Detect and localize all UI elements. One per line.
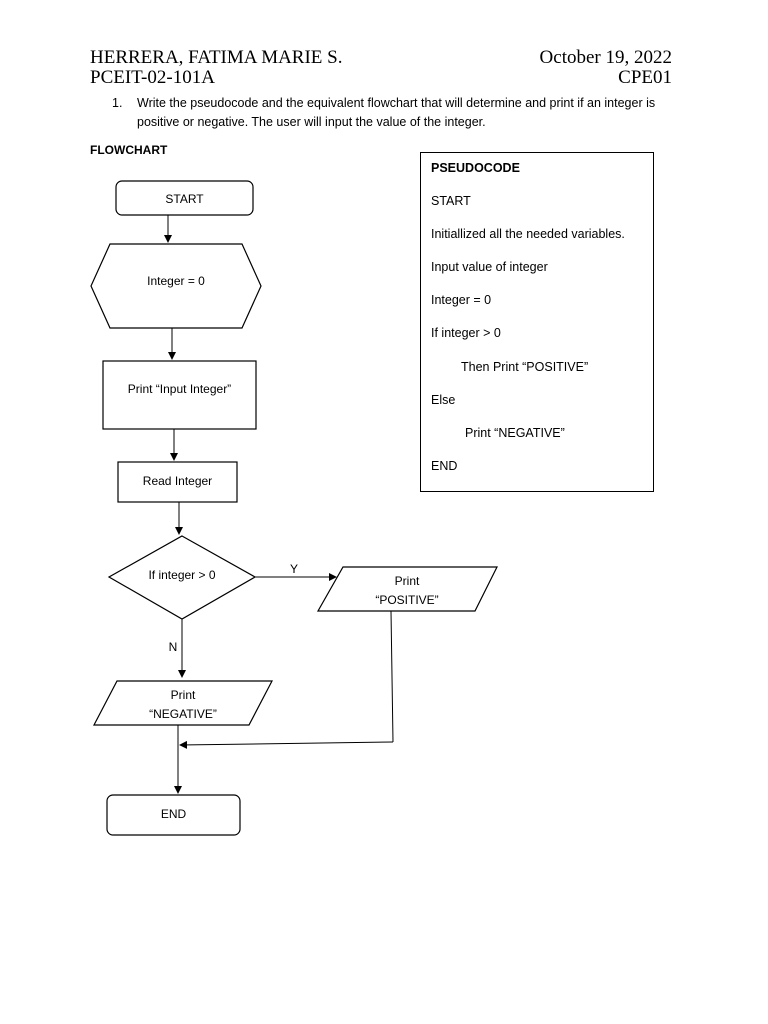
negative-output bbox=[93, 680, 273, 726]
positive-output bbox=[316, 566, 498, 612]
pseudocode-line: Then Print “POSITIVE” bbox=[461, 360, 589, 374]
init-hexagon bbox=[90, 243, 262, 329]
prompt-process bbox=[102, 360, 257, 430]
connector-positive-down bbox=[390, 610, 394, 743]
positive-label-line1: Print bbox=[395, 574, 420, 588]
pseudocode-line: If integer > 0 bbox=[431, 326, 501, 340]
start-terminal bbox=[115, 180, 254, 216]
pseudocode-line: START bbox=[431, 194, 471, 208]
pseudocode-line: END bbox=[431, 459, 458, 473]
question-text: Write the pseudocode and the equivalent … bbox=[137, 96, 656, 129]
flowchart-label: FLOWCHART bbox=[90, 143, 168, 157]
negative-label-line2: “NEGATIVE” bbox=[149, 707, 217, 721]
read-process bbox=[117, 461, 238, 503]
connector-positive-merge bbox=[179, 740, 394, 749]
prompt-label: Print “Input Integer” bbox=[128, 382, 231, 396]
positive-label-line2: “POSITIVE” bbox=[375, 593, 438, 607]
end-terminal bbox=[106, 794, 241, 836]
pseudocode-line: Input value of integer bbox=[431, 260, 548, 274]
pseudocode-line: Integer = 0 bbox=[431, 293, 492, 307]
pseudocode-line: Print “NEGATIVE” bbox=[465, 426, 565, 440]
pseudocode-box: PSEUDOCODE START Initiallized all the ne… bbox=[420, 152, 654, 492]
document-date: October 19, 2022 bbox=[539, 47, 672, 68]
read-label: Read Integer bbox=[143, 474, 212, 488]
pseudocode-line: Else bbox=[431, 393, 456, 407]
no-label: N bbox=[169, 640, 178, 654]
init-label: Integer = 0 bbox=[147, 274, 205, 288]
student-section: PCEIT-02-101A bbox=[90, 67, 215, 88]
pseudocode-line: Initiallized all the needed variables. bbox=[431, 227, 625, 241]
negative-label-line1: Print bbox=[171, 688, 196, 702]
start-label: START bbox=[165, 192, 204, 206]
decision-label: If integer > 0 bbox=[148, 568, 215, 582]
course-code: CPE01 bbox=[618, 67, 672, 88]
question-number: 1. bbox=[112, 96, 123, 110]
student-name: HERRERA, FATIMA MARIE S. bbox=[90, 47, 343, 68]
pseudocode-title: PSEUDOCODE bbox=[431, 161, 520, 175]
yes-label: Y bbox=[290, 562, 298, 576]
end-label: END bbox=[161, 807, 187, 821]
